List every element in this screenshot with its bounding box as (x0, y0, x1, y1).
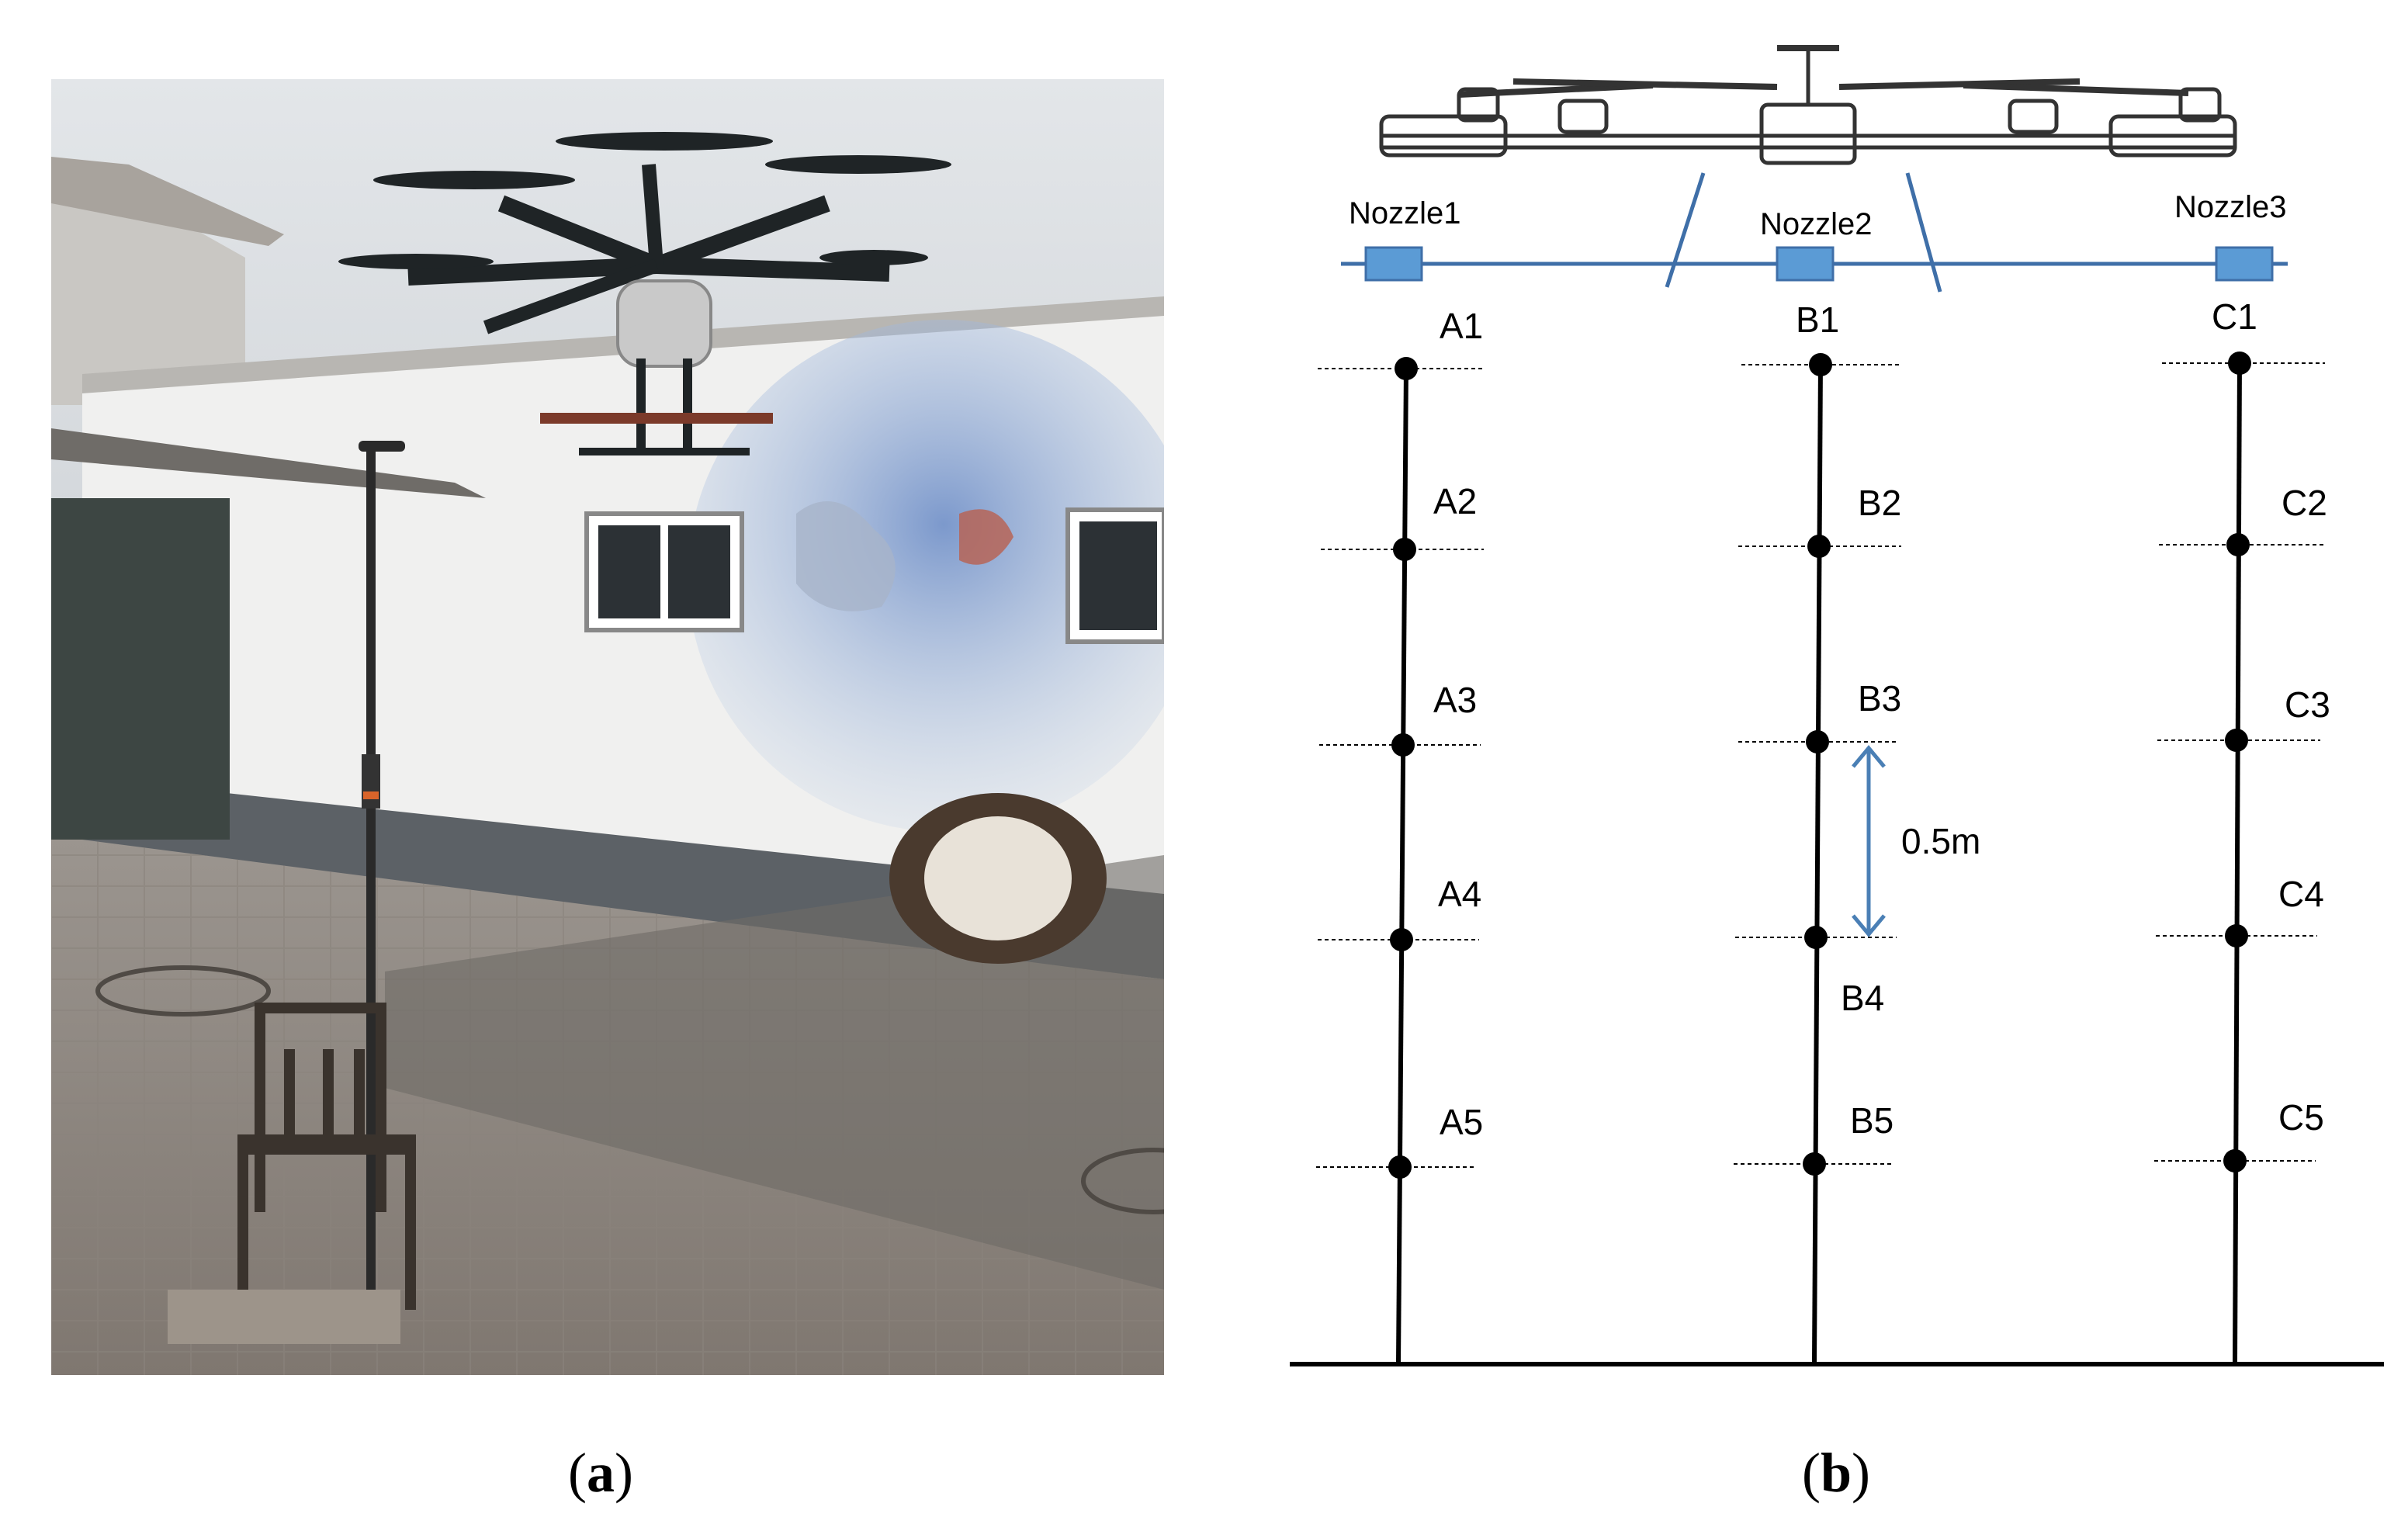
blue-mural (688, 320, 1164, 832)
canopy (51, 428, 486, 498)
label-c3: C3 (2285, 684, 2330, 725)
point-a1 (1395, 357, 1418, 380)
point-b5 (1803, 1152, 1826, 1176)
point-b3 (1806, 730, 1829, 753)
spacing-dimension-arrow (1852, 745, 1886, 937)
brick-base (168, 1290, 400, 1344)
photo-panel-a (51, 79, 1164, 1375)
label-a1: A1 (1440, 306, 1483, 346)
pole-column-b: B1 B2 B3 B4 B5 0.5m (1734, 300, 1980, 1363)
point-c5 (2223, 1149, 2247, 1172)
point-c1 (2228, 352, 2251, 375)
drone-sketch (1379, 45, 2237, 165)
caption-a: (a) (568, 1442, 633, 1504)
point-b4 (1804, 926, 1828, 949)
drone-leg-right (1905, 172, 1942, 293)
point-c3 (2225, 729, 2248, 752)
pole-column-a: A1 A2 A3 A4 A5 (1316, 306, 1484, 1363)
label-c5: C5 (2278, 1097, 2324, 1138)
chair (237, 1003, 416, 1318)
door (51, 498, 230, 840)
point-c4 (2225, 924, 2248, 947)
point-a3 (1391, 733, 1415, 757)
point-a2 (1393, 538, 1416, 561)
caption-b: (b) (1802, 1442, 1871, 1504)
point-a5 (1388, 1155, 1412, 1179)
point-b1 (1809, 353, 1832, 376)
spacing-label: 0.5m (1901, 821, 1980, 861)
left-building (51, 180, 245, 405)
nozzle-1-box (1364, 246, 1423, 282)
pole-a (1396, 365, 1408, 1363)
manhole-2 (1081, 1148, 1164, 1214)
nozzle-2-label: Nozzle2 (1760, 207, 1873, 241)
nozzle-3-box (2215, 246, 2274, 282)
point-a4 (1390, 928, 1413, 951)
label-c2: C2 (2282, 483, 2327, 523)
point-c2 (2226, 533, 2250, 556)
label-c4: C4 (2278, 874, 2324, 914)
diagram-panel-b: Nozzle1 Nozzle2 Nozzle3 A1 A2 A3 A4 A5 (1280, 31, 2398, 1381)
nozzle-3-label: Nozzle3 (2174, 190, 2287, 224)
label-a5: A5 (1440, 1102, 1483, 1142)
label-a2: A2 (1433, 481, 1477, 521)
label-a3: A3 (1433, 680, 1477, 720)
manhole-1 (95, 965, 271, 1017)
nozzle-2-box (1776, 246, 1835, 282)
sampling-pole (366, 444, 376, 1328)
drone (338, 132, 951, 455)
label-b4: B4 (1841, 978, 1884, 1018)
label-b3: B3 (1858, 678, 1901, 719)
nozzle-1-label: Nozzle1 (1349, 196, 1461, 230)
label-a4: A4 (1438, 874, 1481, 914)
label-b2: B2 (1858, 483, 1901, 523)
darker-pavement (385, 855, 1164, 1290)
left-roof (51, 157, 284, 246)
label-b5: B5 (1850, 1100, 1893, 1141)
label-b1: B1 (1796, 300, 1839, 340)
label-c1: C1 (2212, 296, 2257, 337)
pole-c (2233, 361, 2242, 1363)
pole-b (1812, 362, 1823, 1363)
drone-leg-left (1665, 172, 1706, 288)
pole-column-c: C1 C2 C3 C4 C5 (2154, 296, 2330, 1363)
point-b2 (1807, 535, 1831, 558)
photo-illustration (51, 79, 1164, 1375)
sampling-layout-diagram: Nozzle1 Nozzle2 Nozzle3 A1 A2 A3 A4 A5 (1290, 45, 2384, 1366)
